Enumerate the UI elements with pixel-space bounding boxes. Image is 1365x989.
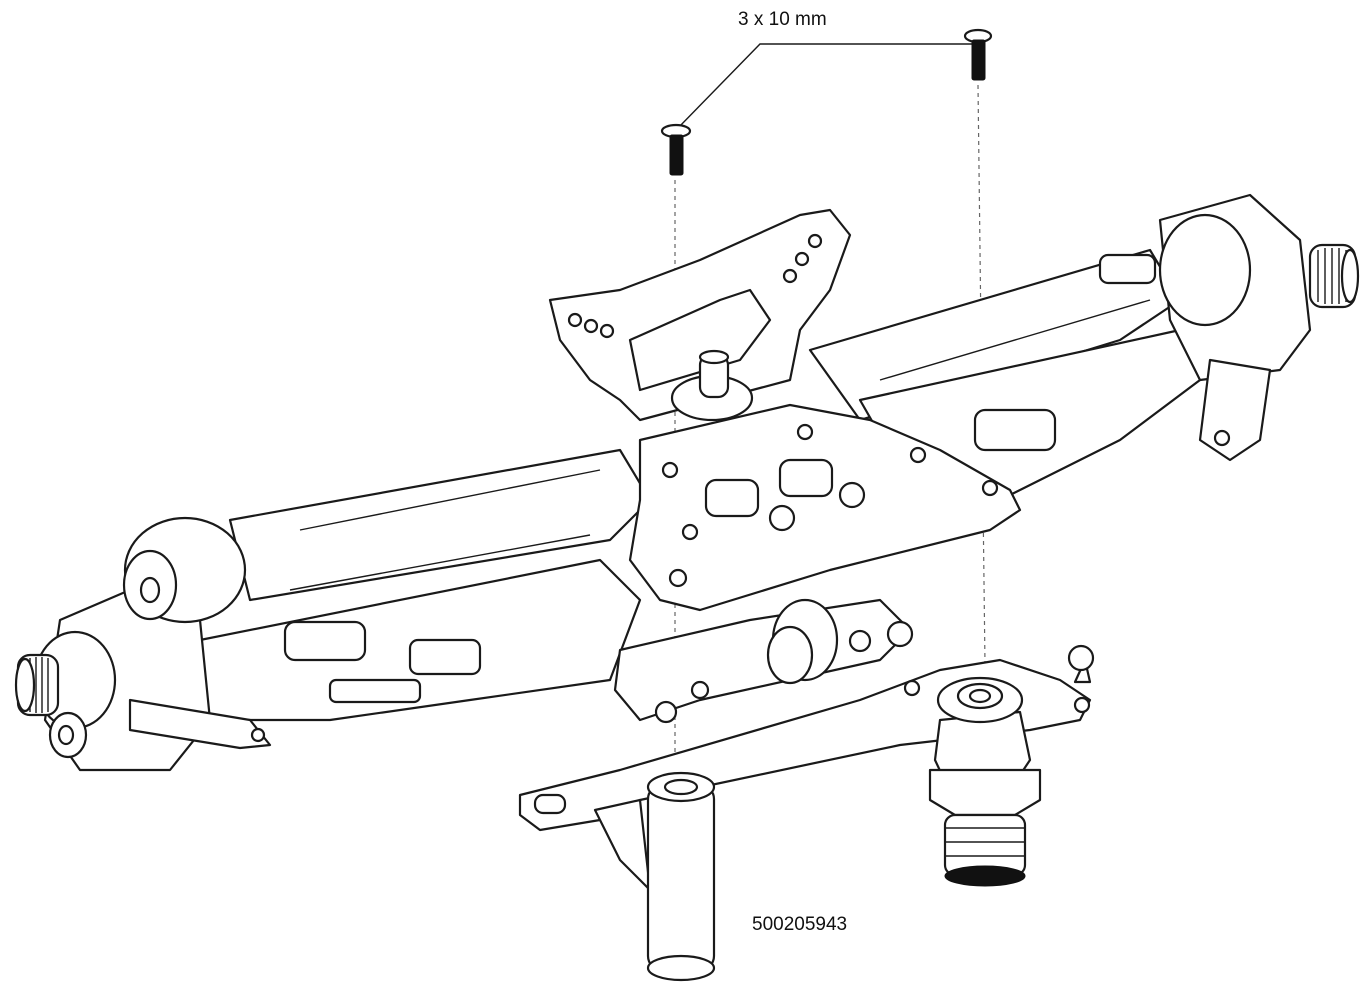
- steering-post-right: [928, 676, 1042, 817]
- steering-post-left: [593, 771, 716, 982]
- axle-thread-right: [1308, 243, 1360, 309]
- screw-left: [660, 123, 692, 176]
- part-number-label: 500205943: [752, 914, 848, 935]
- hub-carrier-left: [33, 516, 272, 772]
- suspension-arm-left: [198, 448, 652, 722]
- center-bulkhead: [628, 349, 1022, 612]
- ball-stud: [1067, 644, 1095, 684]
- pivot-block: [613, 598, 914, 724]
- shock-tower: [548, 208, 852, 422]
- screw-size-label: 3 x 10 mm: [738, 9, 827, 30]
- axle-thread-left: [14, 653, 60, 717]
- screw-leader-line: [677, 43, 975, 129]
- spring-stack: [943, 813, 1027, 887]
- screw-right: [963, 28, 993, 81]
- hub-carrier-right: [1158, 193, 1312, 462]
